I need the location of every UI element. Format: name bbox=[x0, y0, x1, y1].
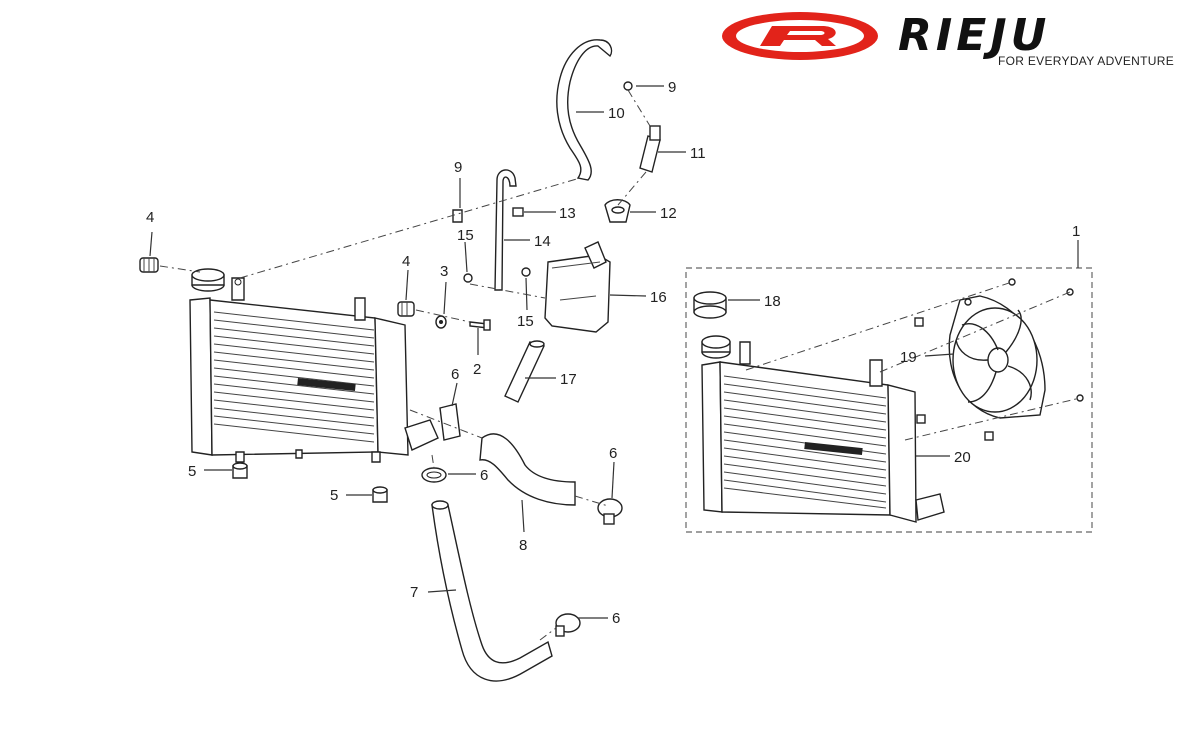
callout-9-mid: 9 bbox=[454, 159, 462, 176]
callout-14: 14 bbox=[534, 233, 551, 250]
clamp-6-a bbox=[439, 403, 461, 441]
callout-5-b: 5 bbox=[330, 487, 338, 504]
cooling-fan-19 bbox=[914, 278, 1084, 441]
grommet-4-left bbox=[139, 257, 159, 273]
callout-10: 10 bbox=[608, 105, 625, 122]
clamp-9-top bbox=[623, 81, 633, 91]
washer-3 bbox=[435, 315, 447, 329]
brand-name: RIEJU bbox=[898, 10, 1051, 61]
assembly-box-1 bbox=[685, 267, 1093, 533]
radiator-fins-left bbox=[213, 311, 375, 443]
brand-logo: RIEJU FOR EVERYDAY ADVENTURE bbox=[720, 8, 1190, 68]
callout-1: 1 bbox=[1072, 223, 1080, 240]
rieju-emblem-icon bbox=[722, 12, 878, 60]
callout-8: 8 bbox=[519, 537, 527, 554]
callout-18: 18 bbox=[764, 293, 781, 310]
callout-7: 7 bbox=[410, 584, 418, 601]
callout-13: 13 bbox=[559, 205, 576, 222]
callout-6-a: 6 bbox=[451, 366, 459, 383]
callout-17: 17 bbox=[560, 371, 577, 388]
callout-4-center: 4 bbox=[402, 253, 410, 270]
callout-6-c: 6 bbox=[609, 445, 617, 462]
damper-5-b bbox=[372, 486, 388, 503]
callout-16: 16 bbox=[650, 289, 667, 306]
callout-3: 3 bbox=[440, 263, 448, 280]
callout-15-a: 15 bbox=[457, 227, 474, 244]
hose-11 bbox=[639, 125, 661, 173]
callout-15-b: 15 bbox=[517, 313, 534, 330]
callout-5-a: 5 bbox=[188, 463, 196, 480]
callout-4-left: 4 bbox=[146, 209, 154, 226]
hose-17 bbox=[504, 340, 545, 403]
callout-6-b: 6 bbox=[480, 467, 488, 484]
callout-19: 19 bbox=[900, 349, 917, 366]
clamp-6-b bbox=[421, 467, 447, 483]
hose-10 bbox=[556, 39, 613, 181]
reservoir-cap-12 bbox=[604, 199, 631, 223]
hose-8 bbox=[479, 433, 576, 506]
callout-12: 12 bbox=[660, 205, 677, 222]
grommet-4-center bbox=[397, 301, 415, 317]
radiator-left bbox=[189, 268, 439, 463]
callout-2: 2 bbox=[473, 361, 481, 378]
callout-9-top: 9 bbox=[668, 79, 676, 96]
callout-11: 11 bbox=[690, 145, 706, 162]
clamp-13 bbox=[512, 207, 524, 217]
radiator-cap-18 bbox=[693, 291, 727, 319]
bolt-15-a bbox=[463, 273, 473, 283]
bolt-2 bbox=[469, 319, 491, 331]
radiator-right bbox=[701, 335, 945, 523]
hose-7 bbox=[431, 500, 553, 682]
bolt-15-b bbox=[521, 267, 531, 277]
brand-tagline: FOR EVERYDAY ADVENTURE bbox=[998, 54, 1174, 68]
callout-20: 20 bbox=[954, 449, 971, 466]
damper-5-a bbox=[232, 462, 248, 479]
reservoir-tank-16 bbox=[544, 241, 611, 333]
hose-14 bbox=[494, 169, 517, 291]
clamp-6-c bbox=[597, 498, 623, 525]
clamp-6-d bbox=[555, 613, 581, 637]
clamp-9-mid bbox=[452, 209, 463, 223]
callout-6-d: 6 bbox=[612, 610, 620, 627]
